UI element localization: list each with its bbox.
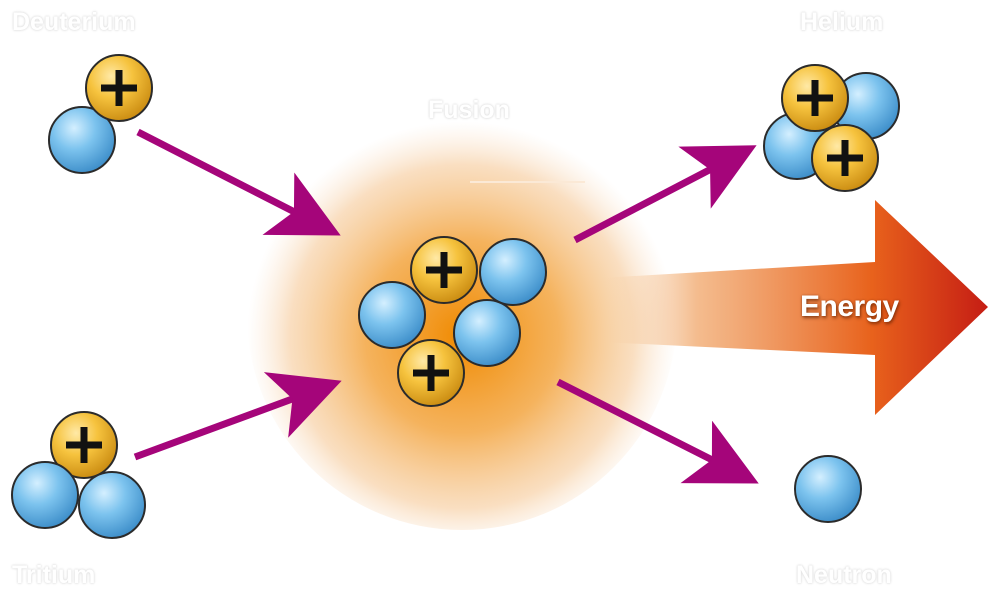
arrow-neutron-out [556, 378, 759, 484]
proton-icon [811, 124, 879, 192]
deuterium-label: Deuterium [12, 8, 136, 36]
neutron-icon [794, 455, 862, 523]
neutron-icon [479, 238, 547, 306]
energy-arrow [600, 200, 988, 415]
helium-nucleus [763, 64, 900, 192]
neutron-icon [453, 299, 521, 367]
arrow-deuterium-in [136, 128, 341, 236]
arrow-tritium-in [133, 372, 342, 461]
fusion-label: Fusion [428, 96, 510, 124]
proton-icon [85, 54, 153, 122]
helium-label: Helium [800, 8, 884, 36]
neutron-icon [358, 281, 426, 349]
proton-icon [397, 339, 465, 407]
neutron-label: Neutron [796, 561, 892, 589]
energy-label: Energy [800, 290, 899, 323]
deuterium-nucleus [48, 54, 153, 174]
tritium-nucleus [11, 411, 146, 539]
neutron-icon [11, 461, 79, 529]
neutron-icon [78, 471, 146, 539]
free-neutron [794, 455, 862, 523]
arrow-helium-out [573, 145, 757, 244]
proton-icon [410, 236, 478, 304]
tritium-label: Tritium [12, 561, 96, 589]
proton-icon [781, 64, 849, 132]
